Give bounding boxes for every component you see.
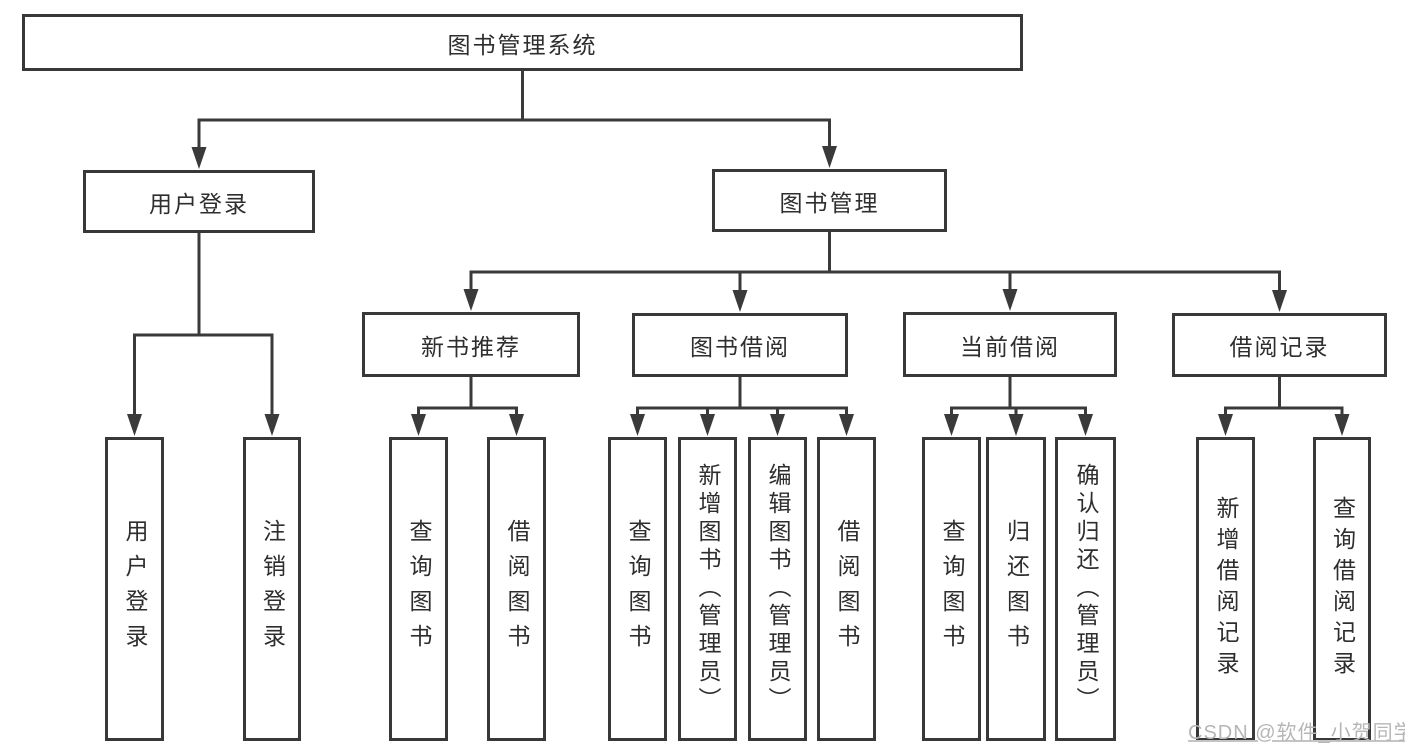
node-label: 用户登录 (122, 519, 148, 659)
node-leaf-logout: 注销登录 (243, 437, 301, 741)
node-leaf-query-book-2: 查询图书 (608, 437, 667, 741)
node-label: 归还图书 (1003, 519, 1030, 659)
node-label: 借阅图书 (834, 519, 860, 659)
node-leaf-return-book: 归还图书 (986, 437, 1046, 741)
arrowhead-icon (463, 289, 479, 311)
node-leaf-add-record: 新增借阅记录 (1196, 437, 1255, 741)
node-label: 查询图书 (939, 519, 965, 659)
arrowhead-icon (839, 414, 854, 436)
node-label: 图书管理 (779, 189, 880, 216)
arrowhead-icon (770, 414, 785, 436)
arrowhead-icon (264, 414, 280, 436)
arrowhead-icon (822, 146, 837, 168)
arrowhead-icon (1218, 414, 1233, 436)
node-current-borrow: 当前借阅 (903, 312, 1117, 377)
node-label: 借阅记录 (1229, 334, 1330, 360)
node-leaf-confirm-return: 确认归还（管理员） (1055, 437, 1116, 741)
node-borrow-record: 借阅记录 (1172, 313, 1387, 377)
arrowhead-icon (127, 414, 142, 436)
node-label: 借阅图书 (504, 519, 530, 659)
node-leaf-add-book: 新增图书（管理员） (678, 437, 737, 741)
node-label: 图书管理系统 (447, 31, 598, 58)
arrowhead-icon (630, 414, 645, 436)
arrowhead-icon (700, 414, 715, 436)
node-leaf-borrow-book-2: 借阅图书 (817, 437, 876, 741)
node-label: 新增借阅记录 (1213, 496, 1239, 682)
node-label: 新书推荐 (421, 333, 521, 360)
node-leaf-user-login: 用户登录 (105, 437, 164, 741)
arrowhead-icon (732, 290, 748, 312)
node-root: 图书管理系统 (22, 14, 1023, 71)
node-label: 当前借阅 (960, 333, 1060, 360)
node-book-mgmt: 图书管理 (712, 169, 947, 232)
arrowhead-icon (1334, 414, 1350, 436)
node-user-login: 用户登录 (83, 170, 315, 233)
node-book-borrow: 图书借阅 (632, 313, 848, 377)
node-leaf-query-book-3: 查询图书 (922, 437, 981, 741)
node-label: 编辑图书（管理员） (765, 463, 791, 715)
node-leaf-borrow-book-1: 借阅图书 (487, 437, 546, 741)
node-label: 查询借阅记录 (1329, 496, 1356, 682)
node-label: 用户登录 (149, 190, 249, 217)
node-label: 确认归还（管理员） (1073, 463, 1099, 715)
node-label: 新增图书（管理员） (695, 463, 721, 715)
node-new-book-rec: 新书推荐 (362, 312, 580, 377)
node-label: 注销登录 (259, 519, 286, 659)
node-label: 查询图书 (625, 519, 651, 659)
watermark: CSDN @软件_小贺同学 (1188, 722, 1405, 744)
arrowhead-icon (944, 414, 959, 436)
arrowhead-icon (1078, 414, 1093, 436)
arrowhead-icon (191, 147, 207, 169)
node-leaf-edit-book: 编辑图书（管理员） (748, 437, 807, 741)
arrowhead-icon (411, 414, 426, 436)
node-leaf-query-record: 查询借阅记录 (1313, 437, 1371, 741)
node-label: 图书借阅 (690, 334, 790, 360)
arrowhead-icon (1008, 414, 1024, 436)
node-label: 查询图书 (406, 519, 432, 659)
arrowhead-icon (509, 414, 524, 436)
arrowhead-icon (1002, 289, 1018, 311)
node-leaf-query-book-1: 查询图书 (389, 437, 448, 741)
arrowhead-icon (1272, 290, 1287, 312)
